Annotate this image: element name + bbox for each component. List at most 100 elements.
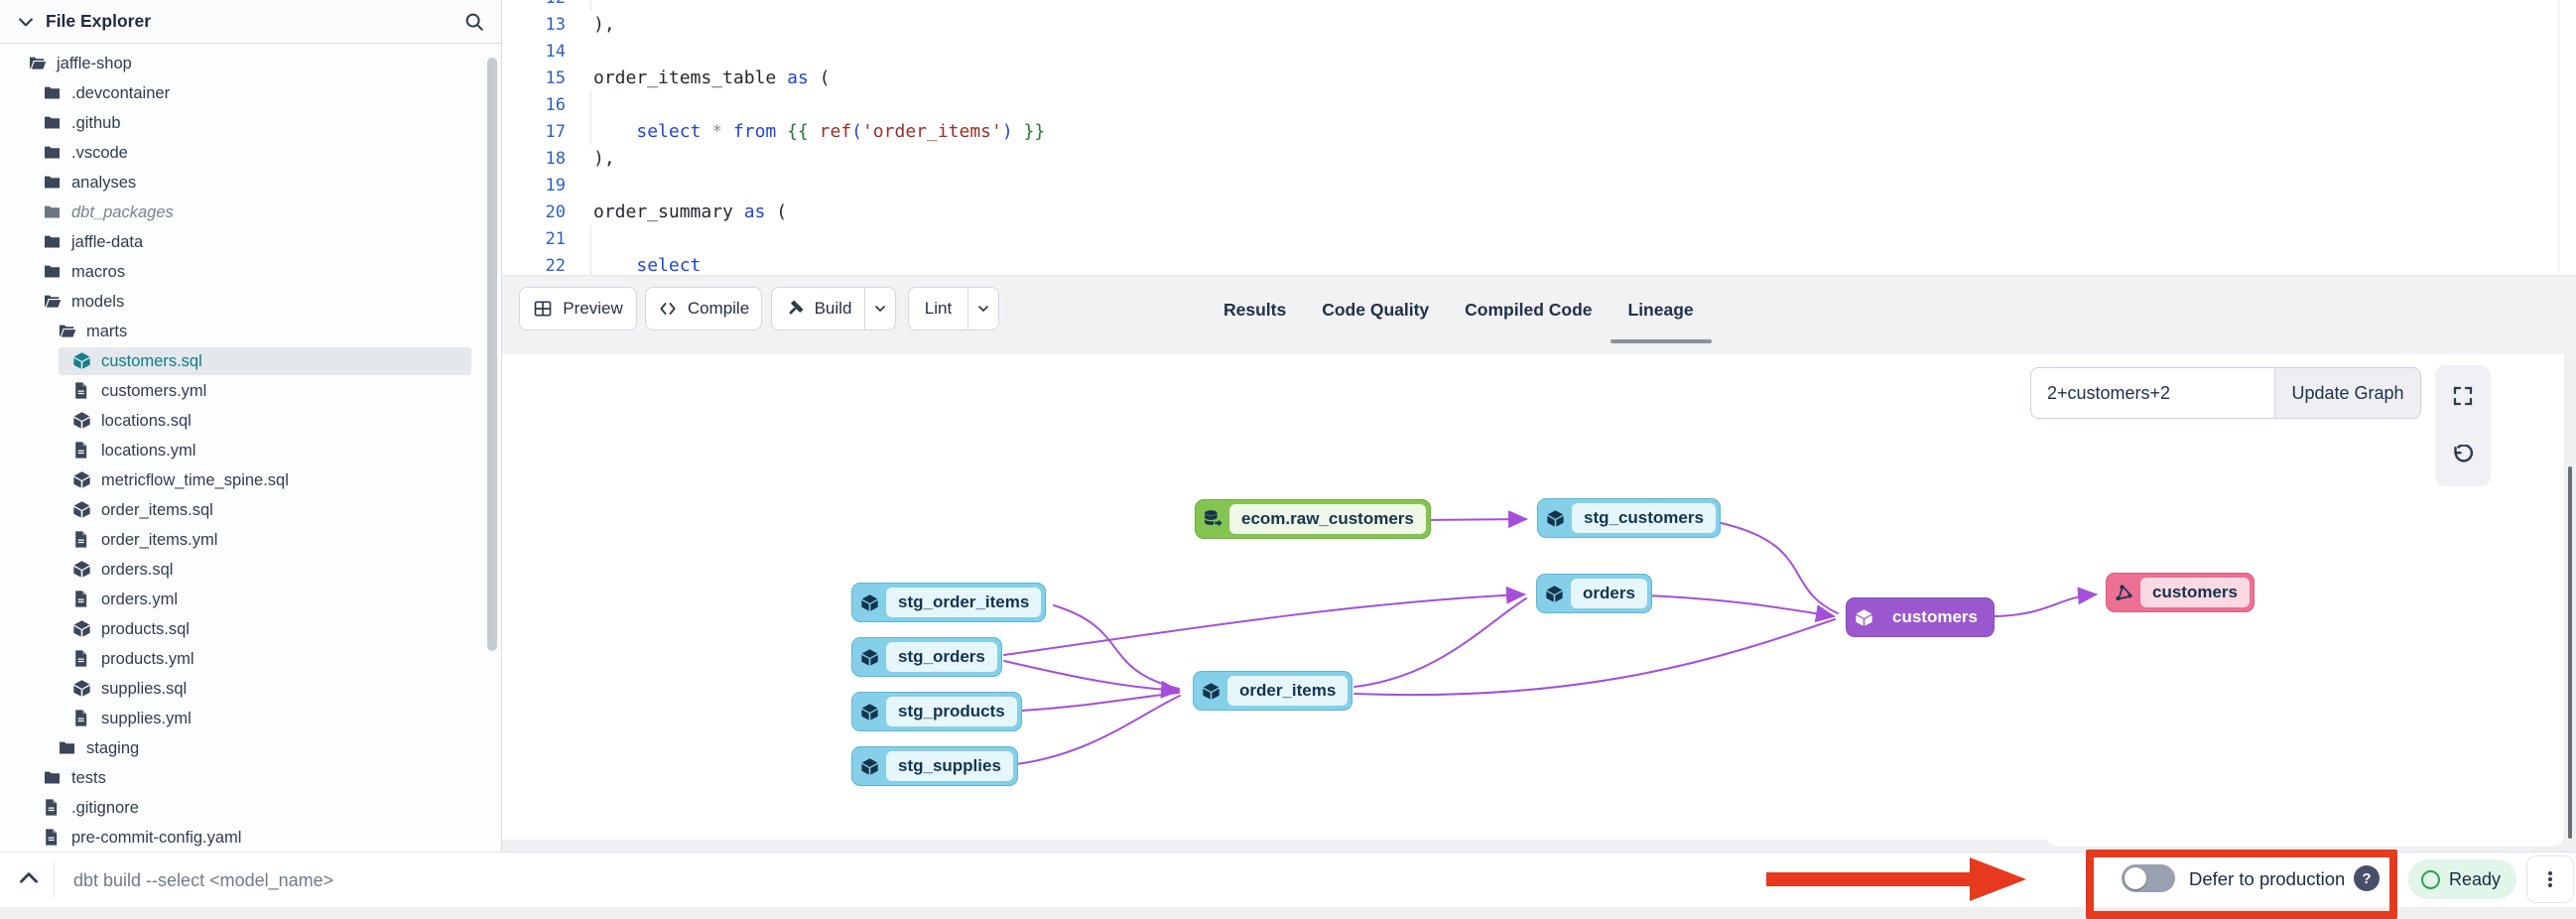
tree-item-products.sql[interactable]: products.sql (0, 614, 471, 644)
lineage-node-customers[interactable]: customers (1846, 597, 1995, 637)
tree-item-orders.yml[interactable]: orders.yml (0, 585, 471, 614)
lineage-scrollbar-thumb[interactable] (2568, 466, 2572, 839)
tree-item-customers.yml[interactable]: customers.yml (0, 376, 471, 406)
line-number: 20 (545, 201, 566, 222)
tree-item-.vscode[interactable]: .vscode (0, 138, 471, 168)
tree-item-jaffle-data[interactable]: jaffle-data (0, 227, 471, 257)
code-line-22[interactable]: 22 select (502, 252, 2576, 275)
file-doc-icon (72, 530, 92, 550)
lineage-node-stg-orders[interactable]: stg_orders (851, 637, 1002, 677)
tree-item-label: macros (71, 262, 126, 281)
tree-item-locations.sql[interactable]: locations.sql (0, 406, 471, 436)
lineage-node-stg-products[interactable]: stg_products (851, 692, 1022, 731)
lineage-node-label: stg_orders (886, 642, 997, 672)
code-line-13[interactable]: 13), (502, 11, 2576, 38)
tree-item-order-items.sql[interactable]: order_items.sql (0, 495, 471, 525)
folder-icon (43, 83, 63, 103)
search-icon[interactable] (463, 11, 485, 33)
tree-item-.devcontainer[interactable]: .devcontainer (0, 78, 471, 108)
file-doc-icon (43, 798, 63, 818)
lineage-node-label: customers (2140, 578, 2250, 607)
lineage-node-customers-exposure[interactable]: customers (2106, 573, 2254, 612)
lineage-node-stg-order-items[interactable]: stg_order_items (851, 583, 1047, 622)
build-button[interactable]: Build (771, 287, 896, 330)
code-line-19[interactable]: 19 (502, 172, 2576, 198)
tree-item-products.yml[interactable]: products.yml (0, 644, 471, 674)
tree-item-pre-commit-config.yaml[interactable]: pre-commit-config.yaml (0, 823, 471, 852)
help-icon[interactable]: ? (2354, 865, 2380, 891)
line-number: 22 (545, 255, 566, 276)
lineage-node-orders[interactable]: orders (1536, 574, 1652, 613)
tree-item-supplies.sql[interactable]: supplies.sql (0, 674, 471, 704)
model-cube-icon (72, 560, 92, 580)
code-line-14[interactable]: 14 (502, 38, 2576, 65)
reset-view-icon[interactable] (2451, 444, 2475, 468)
fullscreen-icon[interactable] (2451, 384, 2475, 408)
tree-item-tests[interactable]: tests (0, 763, 471, 793)
preview-button[interactable]: Preview (519, 287, 637, 330)
tree-item-macros[interactable]: macros (0, 257, 471, 287)
lint-button[interactable]: Lint (908, 287, 999, 330)
lineage-node-order-items[interactable]: order_items (1193, 671, 1353, 711)
tree-item-supplies.yml[interactable]: supplies.yml (0, 704, 471, 733)
tab-compiled-code[interactable]: Compiled Code (1465, 299, 1593, 320)
lint-dropdown-chevron[interactable] (967, 288, 998, 329)
model-cube-icon (852, 593, 886, 612)
lineage-node-label: stg_order_items (886, 588, 1042, 617)
tree-item-order-items.yml[interactable]: order_items.yml (0, 525, 471, 555)
database-icon (1196, 509, 1229, 529)
tab-lineage[interactable]: Lineage (1610, 276, 1712, 343)
line-number: 16 (545, 94, 566, 115)
command-input[interactable] (71, 859, 1068, 901)
kebab-menu-button[interactable] (2526, 855, 2574, 903)
tree-item-.gitignore[interactable]: .gitignore (0, 793, 471, 823)
code-line-18[interactable]: 18), (502, 145, 2576, 172)
model-cube-icon (72, 411, 92, 431)
code-line-12[interactable]: 12 (502, 0, 2576, 11)
tree-item-metricflow-time-spine.sql[interactable]: metricflow_time_spine.sql (0, 465, 471, 495)
line-number: 21 (545, 228, 566, 249)
tree-item-dbt-packages[interactable]: dbt_packages (0, 197, 471, 227)
line-number: 19 (545, 175, 566, 196)
tree-item-label: supplies.sql (101, 679, 188, 698)
model-cube-icon (72, 500, 92, 520)
compile-button[interactable]: Compile (645, 287, 762, 330)
ready-status-badge[interactable]: Ready (2408, 859, 2517, 899)
defer-to-production-toggle[interactable] (2122, 864, 2175, 892)
chevron-down-icon[interactable] (16, 12, 36, 32)
tree-item-.github[interactable]: .github (0, 108, 471, 138)
lineage-node-stg-supplies[interactable]: stg_supplies (851, 746, 1018, 786)
tab-code-quality[interactable]: Code Quality (1322, 299, 1430, 320)
sidebar-scrollbar-thumb[interactable] (487, 58, 497, 651)
code-line-17[interactable]: 17 select * from {{ ref('order_items') }… (502, 118, 2576, 145)
tree-item-analyses[interactable]: analyses (0, 168, 471, 197)
code-line-21[interactable]: 21 (502, 225, 2576, 252)
lineage-selector-input[interactable] (2030, 367, 2275, 419)
tree-item-staging[interactable]: staging (0, 733, 471, 763)
model-cube-icon (72, 679, 92, 699)
tab-results[interactable]: Results (1224, 299, 1287, 320)
lineage-node-stg-customers[interactable]: stg_customers (1537, 498, 1721, 538)
tree-item-label: metricflow_time_spine.sql (101, 470, 289, 489)
update-graph-button[interactable]: Update Graph (2274, 367, 2421, 419)
lineage-node-label: stg_supplies (886, 751, 1013, 781)
editor-scrollbar[interactable] (2558, 0, 2576, 275)
tree-item-marts[interactable]: marts (0, 317, 471, 346)
lineage-node-label: customers (1892, 607, 1978, 626)
model-cube-icon (72, 351, 92, 371)
tree-item-label: marts (86, 322, 128, 340)
chevron-up-icon[interactable] (16, 865, 42, 891)
tree-item-customers.sql[interactable]: customers.sql (0, 346, 471, 376)
code-line-16[interactable]: 16 (502, 91, 2576, 118)
tree-item-locations.yml[interactable]: locations.yml (0, 436, 471, 465)
tree-item-orders.sql[interactable]: orders.sql (0, 555, 471, 585)
lineage-node-ecom-raw-customers[interactable]: ecom.raw_customers (1195, 499, 1431, 539)
file-doc-icon (72, 590, 92, 609)
build-dropdown-chevron[interactable] (864, 288, 895, 329)
tree-item-label: jaffle-data (71, 232, 144, 251)
tree-item-models[interactable]: models (0, 287, 471, 317)
tree-item-jaffle-shop[interactable]: jaffle-shop (0, 49, 471, 78)
